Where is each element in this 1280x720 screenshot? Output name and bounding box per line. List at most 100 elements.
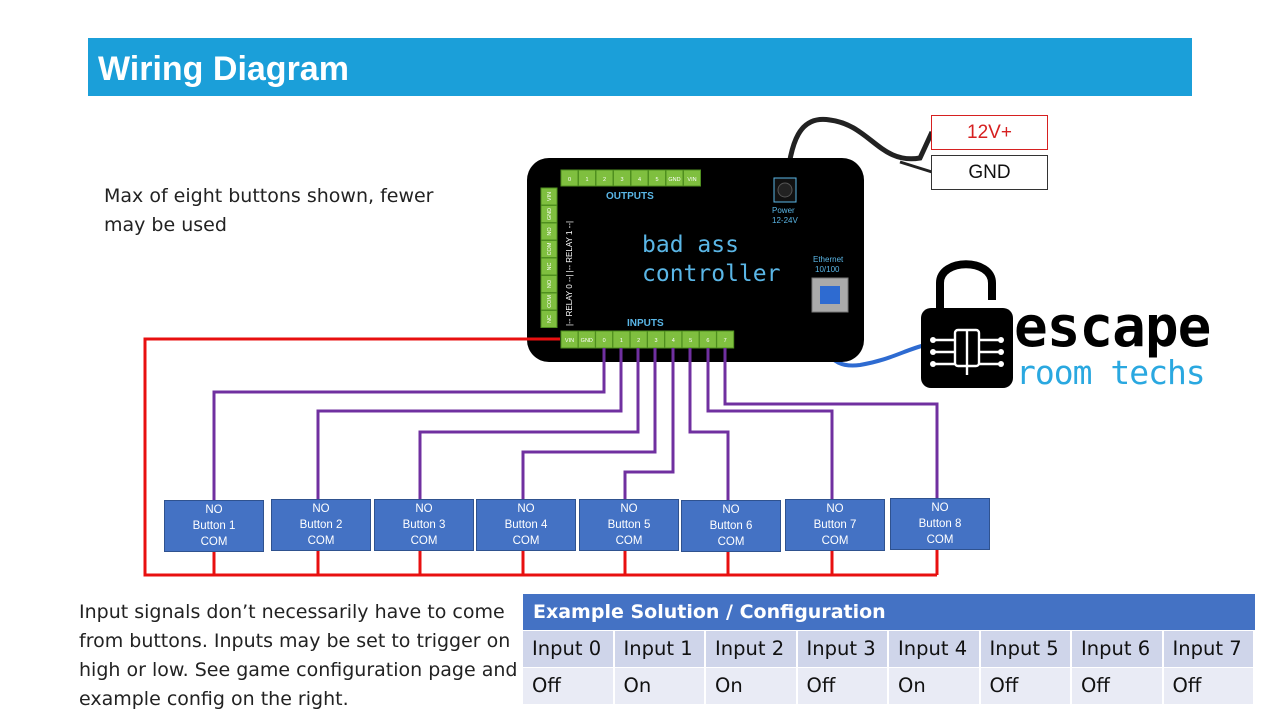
signal-wire: [418, 348, 640, 500]
button-label: Button 6: [709, 520, 753, 532]
relay-terminal: [540, 310, 558, 328]
power-cable-gnd: [899, 160, 933, 174]
table-cell-input: Input 6: [1072, 631, 1164, 667]
button-com-label: COM: [512, 535, 540, 547]
button-no-label: NO: [722, 504, 740, 516]
relay-pin-label: COM: [547, 242, 553, 255]
button-label: Button 7: [813, 519, 857, 531]
table-cell-state: Off: [1072, 668, 1164, 704]
output-pin-label: 2: [603, 177, 606, 183]
table-cell-state: Off: [981, 668, 1072, 704]
power-12v-label: 12V+: [931, 115, 1048, 150]
button-com-label: COM: [410, 535, 438, 547]
input-pin-label: 1: [620, 338, 623, 344]
signal-wire: [706, 348, 834, 500]
outputs-label: OUTPUTS: [606, 191, 654, 202]
power-label: Power: [772, 206, 795, 215]
button-box: NO Button 1 COM: [164, 500, 264, 552]
signal-wire: [723, 348, 939, 500]
relay-pin-label: VIN: [547, 192, 553, 201]
button-label: Button 3: [402, 519, 446, 531]
button-label: Button 8: [918, 518, 962, 530]
power-gnd-label: GND: [931, 155, 1048, 190]
logo-text-line1: escape: [1014, 295, 1211, 360]
config-table-header: Example Solution / Configuration: [523, 594, 1255, 630]
controller-name-line2: controller: [642, 261, 780, 287]
input-pin-label: VIN: [565, 338, 574, 344]
table-cell-state: On: [615, 668, 706, 704]
logo-text-line2: room techs: [1016, 353, 1206, 392]
page-title: Wiring Diagram: [98, 50, 349, 88]
table-cell-input: Input 4: [889, 631, 981, 667]
button-com-label: COM: [821, 535, 849, 547]
title-bar: Wiring Diagram: [88, 38, 1192, 96]
ethernet-speed: 10/100: [815, 265, 840, 274]
signal-wire: [623, 348, 675, 500]
output-pin-label: 0: [568, 177, 571, 183]
input-pin-label: GND: [581, 338, 593, 344]
common-wire: [143, 337, 937, 577]
relay-pin-label: NC: [547, 315, 553, 323]
button-no-label: NO: [931, 502, 949, 514]
button-no-label: NO: [415, 503, 433, 515]
button-com-label: COM: [717, 536, 745, 548]
output-terminal: [683, 169, 701, 187]
button-no-label: NO: [620, 503, 638, 515]
relay-pin-label: NO: [547, 279, 553, 288]
input-pin-label: 3: [654, 338, 657, 344]
table-cell-state: On: [706, 668, 798, 704]
relay-pin-label: GND: [547, 208, 553, 220]
signal-wire: [212, 348, 606, 500]
ethernet-label: Ethernet: [813, 255, 844, 264]
output-pin-label: 1: [585, 177, 588, 183]
table-cell-state: Off: [523, 668, 615, 704]
button-com-label: COM: [307, 535, 335, 547]
power-cable: [783, 116, 935, 191]
output-terminals: 0 1 2 3 4 5 GND VIN: [560, 169, 701, 187]
controller-board: [527, 158, 864, 362]
input-pin-label: 2: [637, 338, 640, 344]
output-pin-label: GND: [668, 177, 680, 183]
escape-room-techs-logo: [921, 260, 1013, 388]
button-no-label: NO: [205, 504, 223, 516]
table-cell-input: Input 5: [981, 631, 1072, 667]
button-box: NO Button 8 COM: [890, 498, 990, 550]
table-cell-input: Input 3: [798, 631, 889, 667]
button-box: NO Button 3 COM: [374, 499, 474, 551]
signal-wire: [521, 348, 657, 500]
input-pin-label: 5: [689, 338, 692, 344]
output-pin-label: 4: [638, 177, 641, 183]
wires: [143, 337, 939, 577]
button-box: NO Button 7 COM: [785, 499, 885, 551]
relay-pin-label: NC: [547, 263, 553, 271]
table-cell-state: Off: [798, 668, 889, 704]
output-pin-label: 5: [655, 177, 658, 183]
output-pin-label: 3: [620, 177, 623, 183]
signal-wire: [316, 348, 623, 500]
button-label: Button 1: [192, 520, 236, 532]
input-pin-label: 7: [724, 338, 727, 344]
relay-pin-label: NO: [547, 227, 553, 236]
table-cell-state: On: [889, 668, 981, 704]
button-label: Button 5: [607, 519, 651, 531]
output-pin-label: VIN: [687, 177, 696, 183]
button-box: NO Button 6 COM: [681, 500, 781, 552]
inputs-note: Input signals don’t necessarily have to …: [79, 601, 518, 710]
button-com-label: COM: [926, 534, 954, 546]
input-pin-label: 6: [706, 338, 709, 344]
input-pin-label: 0: [603, 338, 606, 344]
button-com-label: COM: [615, 535, 643, 547]
button-com-label: COM: [200, 536, 228, 548]
button-no-label: NO: [312, 503, 330, 515]
power-range: 12-24V: [772, 216, 798, 225]
button-label: Button 2: [299, 519, 343, 531]
button-no-label: NO: [826, 503, 844, 515]
padlock-shackle-icon: [936, 260, 996, 308]
table-cell-input: Input 2: [706, 631, 798, 667]
relay-label: |-- RELAY 0 --| |-- RELAY 1 --|: [565, 221, 574, 326]
